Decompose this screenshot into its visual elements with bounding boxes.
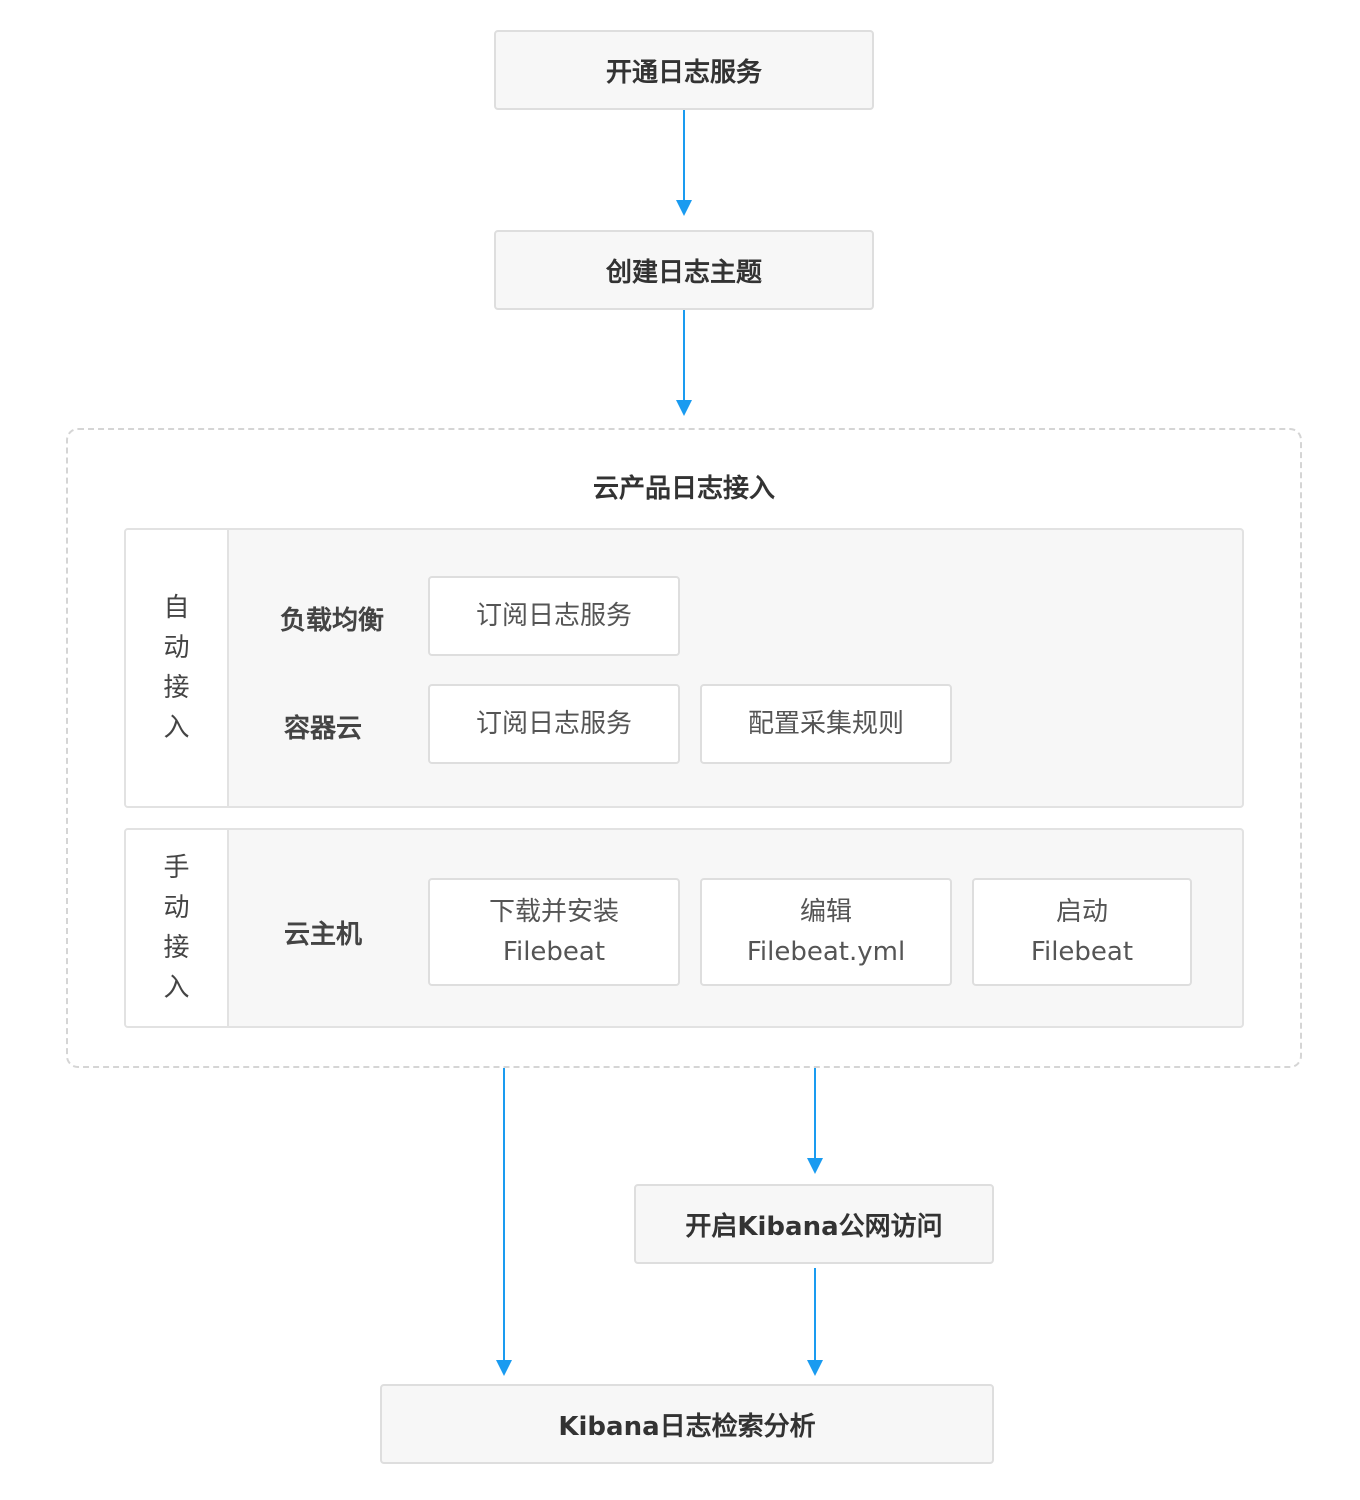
arrowhead-create-to-group <box>676 400 692 416</box>
row-label-container-cloud: 容器云 <box>284 714 363 744</box>
step-kibana-log-search-analysis: Kibana日志检索分析 <box>380 1384 994 1464</box>
action-download-install-line2: Filebeat <box>502 937 606 967</box>
row-label-cloud-host: 云主机 <box>284 920 363 950</box>
row-label-load-balancer: 负载均衡 <box>280 606 385 636</box>
auto-access-side: 自动接入 <box>126 530 229 806</box>
action-start-line1: 启动 <box>1055 897 1108 927</box>
arrowhead-group-to-kibana-search <box>496 1360 512 1376</box>
action-start-filebeat: 启动 Filebeat <box>972 878 1192 986</box>
step-create-log-topic: 创建日志主题 <box>494 230 874 310</box>
arrowhead-open-to-create <box>676 200 692 216</box>
action-edit-line2: Filebeat.yml <box>746 937 906 967</box>
manual-access-side: 手动接入 <box>126 830 229 1026</box>
arrowhead-public-to-kibana-search <box>807 1360 823 1376</box>
group-title: 云产品日志接入 <box>592 474 775 504</box>
action-subscribe-log-service-container: 订阅日志服务 <box>428 684 680 764</box>
cloud-product-log-access-group <box>66 428 1302 1068</box>
action-subscribe-log-service-lb: 订阅日志服务 <box>428 576 680 656</box>
auto-access-label: 自动接入 <box>163 593 190 743</box>
arrowhead-group-to-kibana-public <box>807 1158 823 1174</box>
step-open-log-service: 开通日志服务 <box>494 30 874 110</box>
manual-access-label: 手动接入 <box>163 853 190 1003</box>
action-edit-filebeat-yml: 编辑 Filebeat.yml <box>700 878 952 986</box>
action-download-install-filebeat: 下载并安装 Filebeat <box>428 878 680 986</box>
auto-access-panel: 自动接入 <box>124 528 1244 808</box>
action-edit-line1: 编辑 <box>799 897 852 927</box>
action-start-line2: Filebeat <box>1030 937 1134 967</box>
action-download-install-line1: 下载并安装 <box>488 897 619 927</box>
step-enable-kibana-public-access: 开启Kibana公网访问 <box>634 1184 994 1264</box>
action-configure-collection-rules: 配置采集规则 <box>700 684 952 764</box>
